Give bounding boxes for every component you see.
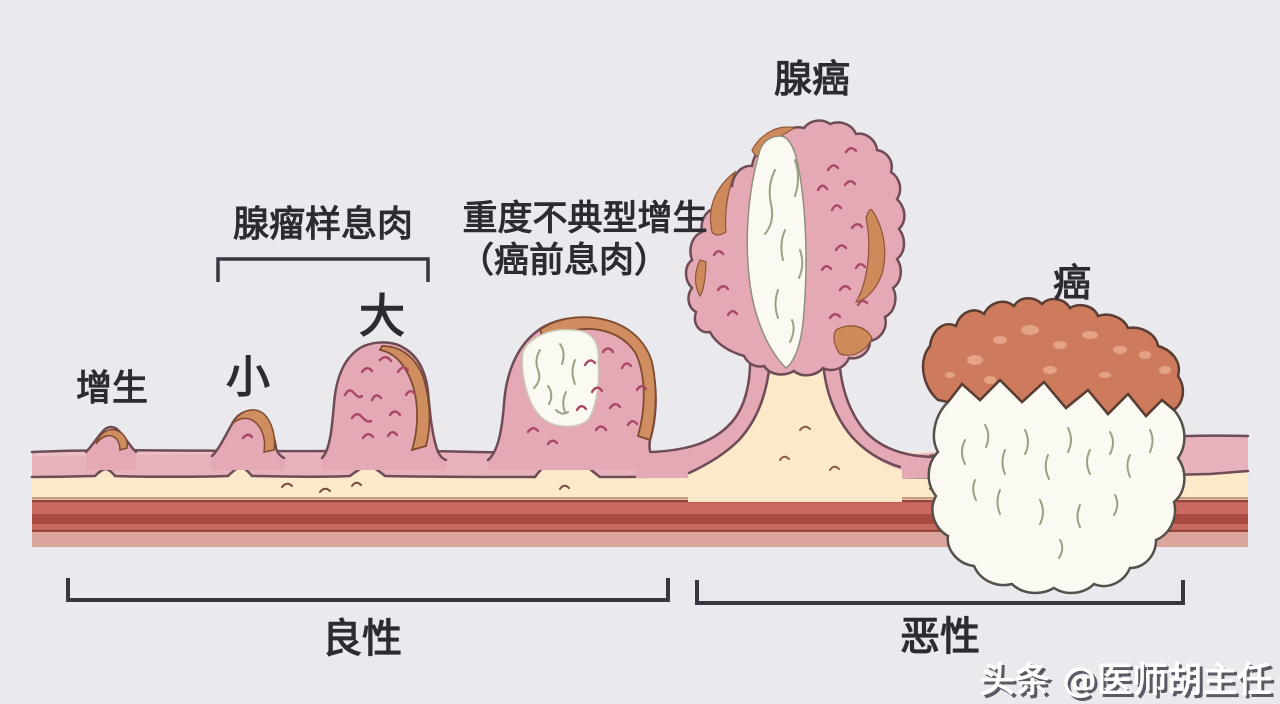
precancerous-texture bbox=[526, 347, 648, 446]
adenocarcinoma-texture bbox=[712, 147, 869, 320]
small-adenoma-cap bbox=[231, 409, 276, 453]
watermark-text: 头条 @医师胡主任 bbox=[980, 661, 1272, 701]
stalk-core-marks bbox=[779, 425, 840, 471]
cancer-cap bbox=[921, 297, 1185, 418]
cancer-cap-speckles bbox=[945, 325, 1171, 384]
cancer-fibrous-texture bbox=[961, 424, 1154, 559]
stage-cancer bbox=[921, 297, 1186, 595]
large-adenoma-outline bbox=[320, 341, 448, 462]
label-hyperplasia: 增生 bbox=[76, 368, 148, 409]
label-dysplasia-line1: 重度不典型增生 bbox=[462, 199, 707, 239]
label-dysplasia-line2: （癌前息肉） bbox=[459, 240, 669, 281]
adenoma-bracket bbox=[216, 257, 430, 282]
muscle-dark-stripe bbox=[32, 514, 1248, 524]
label-adenocarcinoma: 腺癌 bbox=[774, 57, 850, 101]
malignant-bracket bbox=[695, 580, 1185, 605]
stage-precancerous-polyp bbox=[486, 316, 660, 470]
stage-small-adenoma bbox=[210, 409, 286, 470]
stage-adenocarcinoma bbox=[636, 119, 938, 502]
large-adenoma-texture bbox=[343, 356, 417, 440]
precancerous-fibrous-patch bbox=[521, 328, 600, 428]
adenocarcinoma-fibrous-texture bbox=[764, 159, 804, 343]
benign-bracket bbox=[66, 578, 670, 602]
hyperplasia-cap bbox=[95, 428, 128, 451]
label-cancer: 癌 bbox=[1053, 261, 1091, 305]
large-adenoma-cap bbox=[378, 345, 431, 452]
adenocarcinoma-stalk-outlines bbox=[650, 352, 938, 475]
watermark: 头条 @医师胡主任 头条 @医师胡主任 bbox=[980, 661, 1275, 704]
label-adenoma-large: 大 bbox=[359, 289, 405, 343]
watermark-shadow: 头条 @医师胡主任 bbox=[983, 664, 1275, 704]
serosa-layer bbox=[32, 532, 1248, 547]
adenocarcinoma-stalk-core bbox=[688, 364, 902, 502]
precancerous-fibrous-texture bbox=[533, 343, 576, 415]
stage-hyperplasia bbox=[84, 425, 138, 470]
label-adenoma-small: 小 bbox=[226, 352, 270, 403]
label-adenoma-group: 腺瘤样息肉 bbox=[233, 204, 413, 245]
small-adenoma-mark bbox=[241, 433, 254, 440]
label-benign: 良性 bbox=[322, 616, 402, 662]
adenocarcinoma-fibrous-wedge bbox=[746, 135, 807, 370]
stage-large-adenoma bbox=[320, 341, 448, 470]
label-malignant: 恶性 bbox=[900, 614, 980, 660]
cancer-fibrous-body bbox=[927, 378, 1186, 595]
